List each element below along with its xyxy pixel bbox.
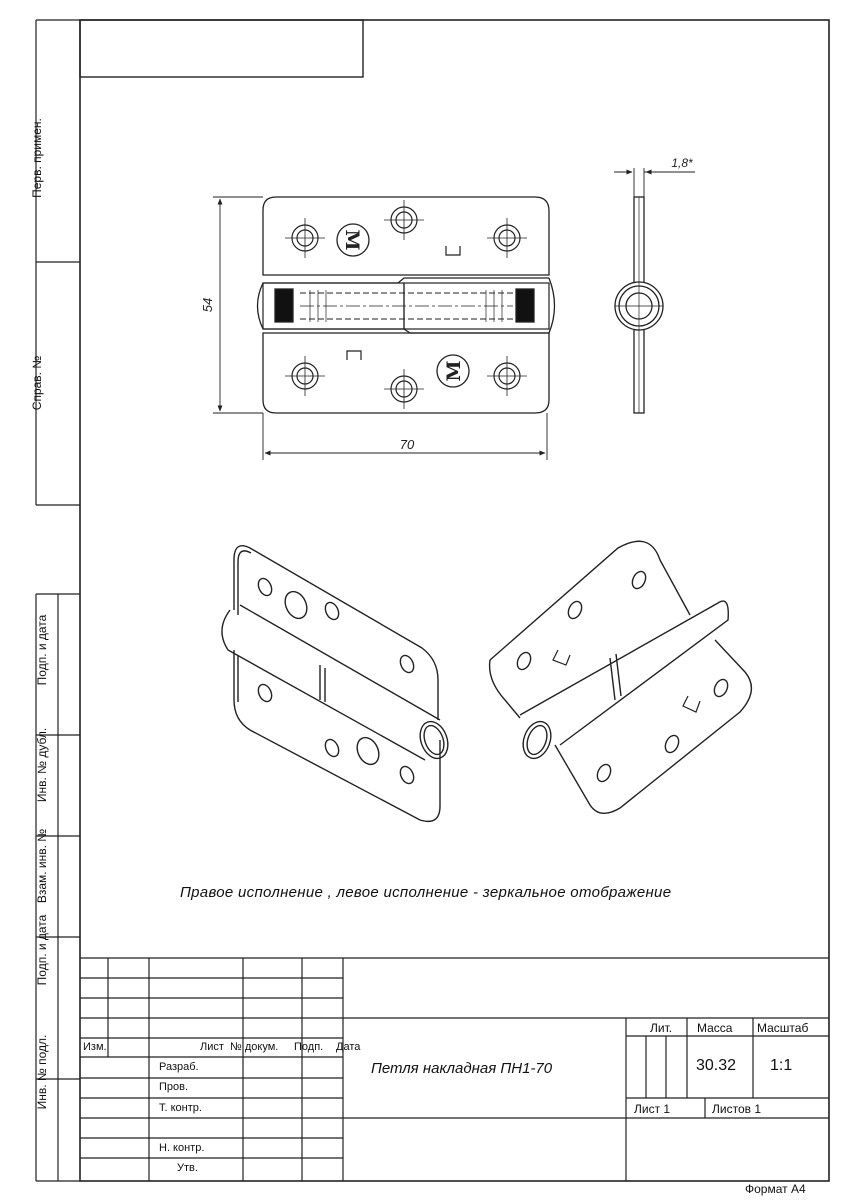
- dim-thickness: 1,8*: [671, 156, 693, 170]
- list-label: Лист 1: [634, 1102, 671, 1116]
- side-label-vzam-inv: Взам. инв. №: [35, 828, 49, 904]
- hinge-front-view: [256, 196, 556, 414]
- logo-top: M: [341, 229, 363, 250]
- side-label-inv-dubl: Инв. № дубл.: [35, 727, 49, 803]
- side-label-sprav-no: Справ. №: [30, 355, 44, 411]
- dimension-lines: [213, 168, 695, 460]
- masshtab-label: Масштаб: [757, 1021, 809, 1035]
- lit-label: Лит.: [650, 1021, 673, 1035]
- dim-height: 54: [200, 298, 215, 312]
- side-label-perv-primen: Перв. примен.: [30, 118, 44, 198]
- header-izm: Изм.: [83, 1041, 107, 1053]
- hinge-side-view: [614, 196, 664, 414]
- drawing-caption: Правое исполнение , левое исполнение - з…: [180, 884, 672, 901]
- row-prov: Пров.: [159, 1081, 189, 1093]
- logo-bottom: M: [443, 360, 465, 381]
- header-podp: Подп.: [294, 1041, 324, 1053]
- massa-label: Масса: [697, 1021, 733, 1035]
- document-title: Петля накладная ПН1-70: [371, 1060, 553, 1077]
- row-utv: Утв.: [177, 1162, 198, 1174]
- header-data: Дата: [336, 1041, 361, 1053]
- hinge-isometric-right: [488, 540, 753, 814]
- header-list: Лист: [200, 1041, 224, 1053]
- side-label-inv-podl: Инв. № подл.: [35, 1034, 49, 1110]
- header-dokum: № докум.: [230, 1041, 279, 1053]
- listov-label: Листов 1: [712, 1102, 761, 1116]
- hinge-isometric-left: [221, 545, 449, 823]
- dim-width: 70: [400, 437, 415, 452]
- row-tkontr: Т. контр.: [159, 1102, 202, 1114]
- row-nkontr: Н. контр.: [159, 1142, 205, 1154]
- masshtab-value: 1:1: [770, 1057, 793, 1074]
- format-label: Формат А4: [745, 1182, 806, 1196]
- side-label-podp-data-1: Подп. и дата: [35, 614, 49, 686]
- row-razrab: Разраб.: [159, 1061, 199, 1073]
- side-label-podp-data-2: Подп. и дата: [35, 914, 49, 986]
- massa-value: 30.32: [696, 1057, 737, 1074]
- sheet-frame: [35, 19, 830, 1182]
- title-block-lines: [80, 957, 829, 1181]
